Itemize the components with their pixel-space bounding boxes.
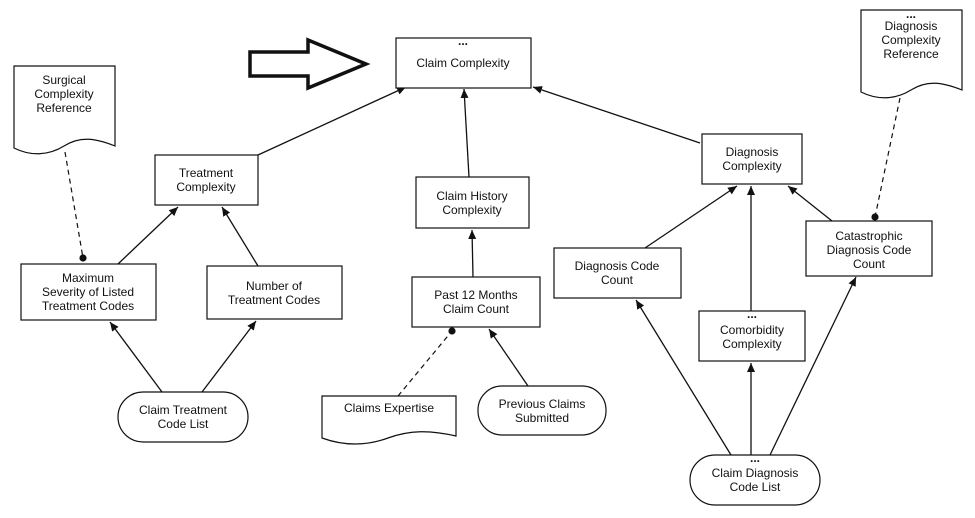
svg-text:Reference: Reference <box>883 47 939 61</box>
edge-maxseverity-to-treatment <box>117 206 179 265</box>
svg-text:...: ... <box>458 34 468 48</box>
edge-catastrophic-to-diagnosis <box>787 185 833 222</box>
node-catastrophic-diagnosis-code-count: Catastrophic Diagnosis Code Count <box>805 220 933 277</box>
svg-text:Maximum: Maximum <box>62 271 114 285</box>
node-previous-claims-submitted: Previous Claims Submitted <box>477 385 607 436</box>
svg-text:Past 12 Months: Past 12 Months <box>434 288 517 302</box>
node-claims-expertise: Claims Expertise <box>321 395 457 445</box>
node-diagnosis-code-count: Diagnosis Code Count <box>553 247 682 299</box>
svg-text:Code List: Code List <box>158 417 209 431</box>
node-claim-treatment-code-list: Claim Treatment Code List <box>117 391 249 443</box>
edge-treatment-to-claim <box>257 86 407 156</box>
svg-text:Diagnosis Code: Diagnosis Code <box>575 259 660 273</box>
svg-text:Catastrophic: Catastrophic <box>835 229 902 243</box>
node-claim-complexity: ... Claim Complexity <box>395 34 532 89</box>
node-surgical-complexity-reference: Surgical Complexity Reference <box>13 65 116 155</box>
svg-text:Complexity: Complexity <box>722 337 781 351</box>
svg-text:...: ... <box>750 451 760 465</box>
svg-text:Count: Count <box>601 273 634 287</box>
node-claim-diagnosis-code-list: ... Claim Diagnosis Code List <box>689 451 821 506</box>
dashed-link-dot <box>448 327 456 335</box>
edge-history-to-claim <box>460 88 470 178</box>
edge-diagnosis-to-claim <box>532 86 701 144</box>
svg-text:Comorbidity: Comorbidity <box>720 323 784 337</box>
dashed-link-claims-expertise <box>397 330 453 397</box>
svg-text:Treatment Codes: Treatment Codes <box>42 299 134 313</box>
pointer-arrow-icon <box>248 37 371 91</box>
svg-text:Submitted: Submitted <box>515 411 569 425</box>
svg-text:Complexity: Complexity <box>34 87 93 101</box>
dashed-link-dot <box>871 213 879 221</box>
svg-text:...: ... <box>906 7 916 21</box>
edge-previous-to-past12 <box>488 328 529 387</box>
edge-past12-to-history <box>468 229 477 278</box>
node-treatment-complexity: Treatment Complexity <box>154 154 259 206</box>
svg-text:Complexity: Complexity <box>881 33 940 47</box>
svg-text:Claim Treatment: Claim Treatment <box>139 403 228 417</box>
node-claim-history-complexity: Claim History Complexity <box>415 176 530 229</box>
svg-text:Number of: Number of <box>246 279 303 293</box>
dashed-link-diagnosis-ref <box>874 97 901 218</box>
svg-text:Surgical: Surgical <box>42 73 85 87</box>
svg-text:...: ... <box>747 307 757 321</box>
svg-text:Diagnosis: Diagnosis <box>726 145 779 159</box>
node-number-of-treatment-codes: Number of Treatment Codes <box>206 265 343 320</box>
svg-text:Severity of Listed: Severity of Listed <box>42 285 134 299</box>
svg-text:Count: Count <box>853 257 886 271</box>
edge-numcodes-to-treatment <box>221 206 259 267</box>
svg-text:Complexity: Complexity <box>722 159 781 173</box>
svg-text:Claim Diagnosis: Claim Diagnosis <box>712 466 799 480</box>
svg-text:Diagnosis: Diagnosis <box>885 19 938 33</box>
node-maximum-severity: Maximum Severity of Listed Treatment Cod… <box>20 263 157 321</box>
svg-text:Complexity: Complexity <box>176 180 235 194</box>
svg-text:Complexity: Complexity <box>442 203 501 217</box>
edge-dxcount-to-diagnosis <box>644 185 738 249</box>
edge-dxlist-to-catastrophic <box>769 276 857 456</box>
node-diagnosis-complexity-reference: ... Diagnosis Complexity Reference <box>860 7 963 99</box>
dashed-link-surgical-ref <box>64 151 84 259</box>
svg-text:Claim History: Claim History <box>436 189 507 203</box>
dashed-link-dot <box>79 254 87 262</box>
svg-text:Claims Expertise: Claims Expertise <box>344 401 434 415</box>
svg-text:Code List: Code List <box>730 480 781 494</box>
svg-text:Treatment: Treatment <box>179 166 234 180</box>
node-diagnosis-complexity: Diagnosis Complexity <box>701 133 803 185</box>
svg-text:Previous Claims: Previous Claims <box>499 397 586 411</box>
svg-text:Claim Count: Claim Count <box>443 302 510 316</box>
svg-text:Reference: Reference <box>36 101 92 115</box>
svg-text:Treatment Codes: Treatment Codes <box>228 293 320 307</box>
svg-text:Claim Complexity: Claim Complexity <box>416 56 509 70</box>
edge-codelist-to-maxseverity <box>109 321 163 393</box>
svg-text:Diagnosis Code: Diagnosis Code <box>827 243 912 257</box>
node-past-12-months-claim-count: Past 12 Months Claim Count <box>411 276 541 328</box>
edge-dxlist-to-dxcount <box>635 299 732 456</box>
edge-codelist-to-numcodes <box>201 320 257 393</box>
node-comorbidity-complexity: ... Comorbidity Complexity <box>698 307 806 362</box>
